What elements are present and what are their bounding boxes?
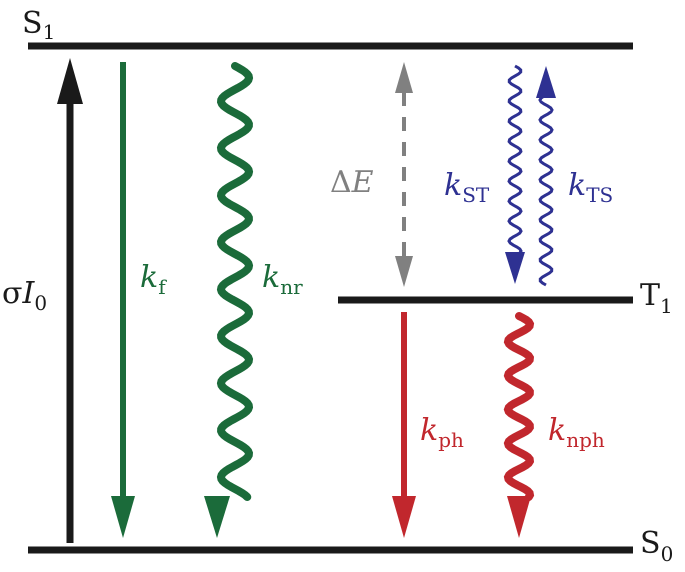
isc-reverse-label: kTS — [568, 168, 613, 207]
nonrad-phosphorescence-wavy-arrow — [503, 312, 535, 538]
s1-label: S1 — [22, 6, 55, 44]
fluorescence-label: kf — [140, 260, 167, 299]
t1-label: T1 — [640, 278, 673, 318]
nonrad-phosphorescence-label: knph — [548, 413, 605, 452]
absorption-label: σI0 — [2, 276, 47, 315]
isc-reverse-wavy-arrow — [536, 66, 556, 287]
fluorescence-arrow — [111, 62, 135, 538]
energy-gap-arrow — [395, 62, 413, 287]
energy-gap-label: ΔE — [330, 165, 374, 200]
phosphorescence-label: kph — [420, 413, 464, 452]
nonradiative-label: knr — [262, 260, 303, 299]
isc-forward-label: kST — [444, 168, 490, 207]
nonradiative-wavy-arrow — [204, 62, 254, 538]
isc-forward-wavy-arrow — [505, 64, 525, 284]
phosphorescence-arrow — [392, 312, 416, 538]
s0-label: S0 — [640, 526, 673, 566]
absorption-arrow — [57, 58, 83, 543]
